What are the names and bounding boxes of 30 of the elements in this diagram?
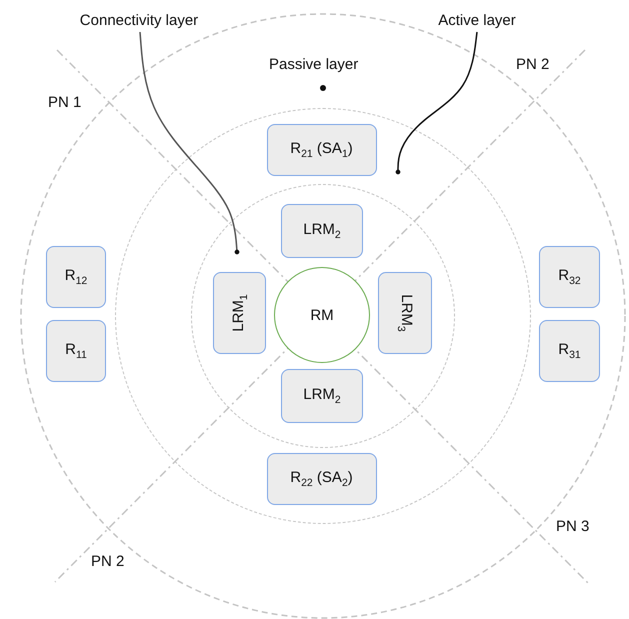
node-label: R$_{31}$ <box>558 341 581 361</box>
node-label: RM <box>310 306 334 324</box>
process-box <box>266 124 376 176</box>
process-box <box>378 272 432 354</box>
layer-ring <box>115 108 531 524</box>
partition-label: PN 2 <box>516 56 550 73</box>
process-box <box>539 246 600 308</box>
layer-ring <box>190 184 454 448</box>
layer-label: Passive layer <box>269 56 358 73</box>
node-label: R$_{21}$ (SA$_{1}$) <box>290 140 353 160</box>
node-label: LRM$_{2}$ <box>303 221 341 241</box>
partition-label: PN 2 <box>91 553 124 570</box>
node-label: R$_{12}$ <box>64 267 88 287</box>
process-box <box>46 320 106 382</box>
process-box <box>281 369 363 423</box>
callout-text: Active layer <box>427 8 527 32</box>
leader-line <box>396 32 478 174</box>
leader-line <box>139 32 240 254</box>
process-box <box>213 272 266 354</box>
node-label: R$_{11}$ <box>65 341 87 361</box>
process-box <box>266 452 376 504</box>
callout-text: Connectivity layer <box>64 8 214 32</box>
process-box <box>281 204 363 258</box>
node-label: R$_{32}$ <box>558 267 581 287</box>
partition-label: PN 3 <box>556 518 590 535</box>
partition-label: PN 1 <box>48 94 82 111</box>
process-box <box>539 320 600 382</box>
node-label: R$_{22}$ (SA$_{2}$) <box>290 468 353 488</box>
node-label: LRM$_{2}$ <box>303 386 341 406</box>
process-box <box>46 246 106 308</box>
